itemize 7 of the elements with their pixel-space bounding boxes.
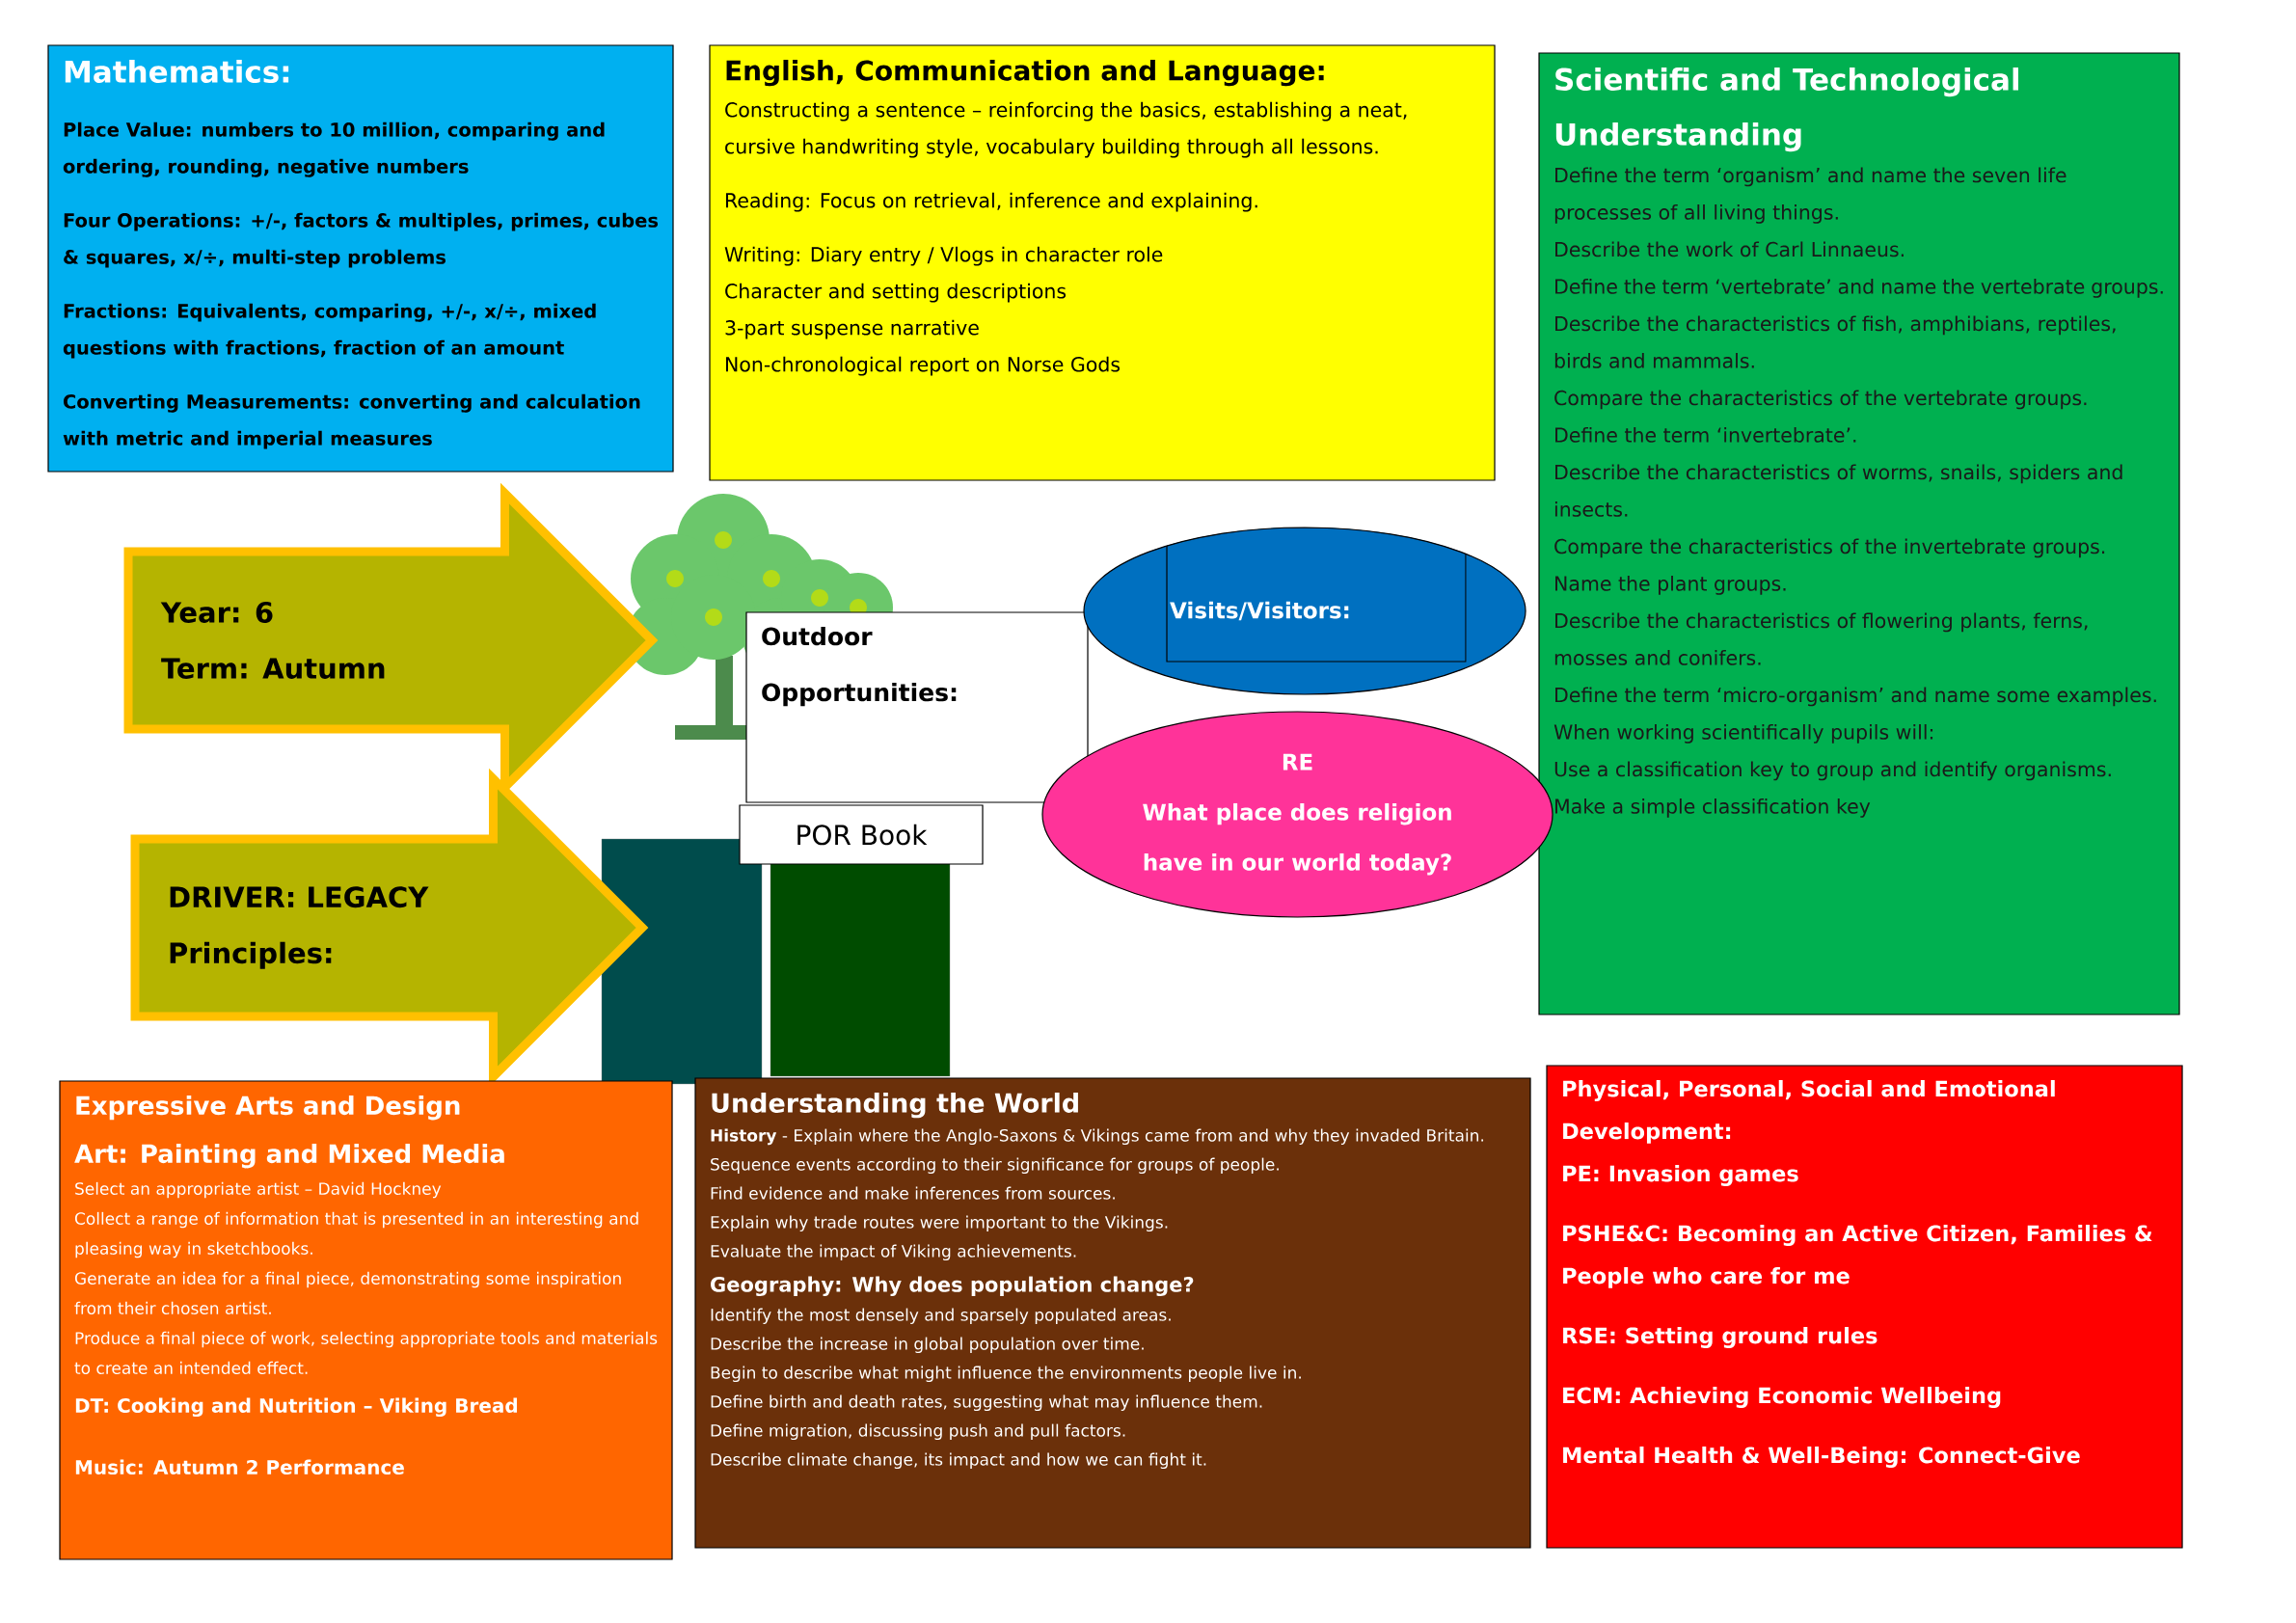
title-box: POR Book [739, 804, 984, 865]
subject-box: Mathematics: Place Value: numbers to 10 million, comparing and ordering, rounding, negative numbers Four Operations: +/-, factors & multiples, primes, cubes & squares, x/÷, multi-step problems Fractions: Equivalents, comparing, +/-, x/÷, mixed questions with fractions, fraction of an amount Converting Measurements: converting and calculation with metric and imperial measures [47, 44, 674, 473]
subject-box: Scientific and Technological Understanding Define the term ‘organism’ and name the seven life processes of all living things. Describe the work of Carl Linnaeus. Define the term ‘vertebrate’ and name the vertebrate groups. Describe the characteristics of fish, amphibians, reptiles, birds and mammals. Compare the characteristics of the vertebrate groups. Define the term ‘invertebrate’. Describe the characteristics of worms, snails, spiders and insects. Compare the characteristics of the invertebrate groups. Name the plant groups. Describe the characteristics of flowering plants, ferns, mosses and conifers. Define the term ‘micro-organism’ and name some examples. When working scientifically pupils will: Use a classification key to group and identify organisms. Make a simple classification key [1538, 52, 2180, 1015]
subject-box: Understanding the World History - Explain where the Anglo-Saxons & Vikings came from and why they invaded Britain. Sequence events according to their significance for groups of people. Find evidence and make inferences from sources. Explain why trade routes were important to the Vikings. Evaluate the impact of Viking achievements. Geography: Why does population change? Identify the most densely and sparsely populated areas. Describe the increase in global population over time. Begin to describe what might influence the environments people live in. Define birth and death rates, suggesting what may influence them. Define migration, discussing push and pull factors. Describe climate change, its impact and how we can fight it. [694, 1077, 1531, 1549]
subject-box: Physical, Personal, Social and Emotional Development: PE: Invasion games PSHE&C: Becoming an Active Citizen, Families & People who care for me RSE: Setting ground rules ECM: Achieving Economic Wellbeing Mental Health & Well-Being: Connect-Give [1546, 1065, 2183, 1549]
subject-box: English, Communication and Language: Constructing a sentence – reinforcing the basics, establishing a neat, cursive handwriting style, vocabulary building through all lessons. Reading: Focus on retrieval, inference and explaining. Writing: Diary entry / Vlogs in character role Character and setting descriptions 3-part suspense narrative Non-chronological report on Norse Gods [709, 44, 1496, 481]
subject-box: Expressive Arts and Design Art: Painting and Mixed Media Select an appropriate artist – David Hockney Collect a range of information that is presented in an interesting and pleasing way in sketchbooks. Generate an idea for a final piece, demonstrating some inspiration from their chosen artist. Produce a final piece of work, selecting appropriate tools and materials to create an intended effect. DT: Cooking and Nutrition – Viking Bread Music: Autumn 2 Performance [59, 1080, 673, 1560]
